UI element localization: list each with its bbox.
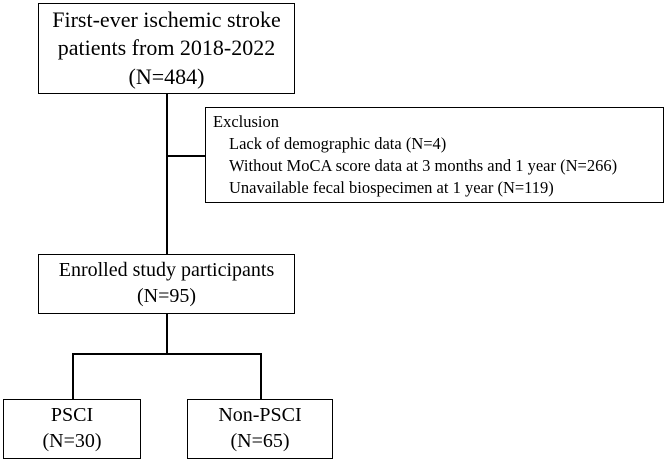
exclusion-box: Exclusion Lack of demographic data (N=4)… [205, 107, 664, 203]
non-psci-group-box: Non-PSCI (N=65) [187, 399, 333, 459]
psci-count: (N=30) [42, 430, 102, 452]
start-line-1: First-ever ischemic stroke [52, 7, 281, 33]
connector-start-to-enrolled [166, 94, 168, 254]
start-population-box: First-ever ischemic stroke patients from… [38, 3, 295, 94]
connector-enrolled-down [166, 314, 168, 354]
exclusion-item: Unavailable fecal biospecimen at 1 year … [229, 177, 554, 197]
psci-label: PSCI [50, 404, 94, 427]
start-count: (N=484) [128, 63, 205, 89]
non-psci-count: (N=65) [230, 430, 290, 452]
connector-to-exclusion [166, 155, 205, 157]
non-psci-label: Non-PSCI [218, 404, 302, 427]
start-line-2: patients from 2018-2022 [57, 35, 276, 61]
connector-to-psci [72, 353, 74, 399]
enrolled-label: Enrolled study participants [58, 259, 275, 282]
enrolled-count: (N=95) [136, 285, 197, 307]
connector-branch-horizontal [72, 353, 262, 355]
exclusion-item: Lack of demographic data (N=4) [229, 134, 447, 154]
exclusion-item: Without MoCA score data at 3 months and … [229, 156, 618, 175]
exclusion-title: Exclusion [213, 112, 279, 132]
enrolled-participants-box: Enrolled study participants (N=95) [38, 254, 295, 314]
connector-to-nonpsci [260, 353, 262, 399]
psci-group-box: PSCI (N=30) [3, 399, 141, 459]
